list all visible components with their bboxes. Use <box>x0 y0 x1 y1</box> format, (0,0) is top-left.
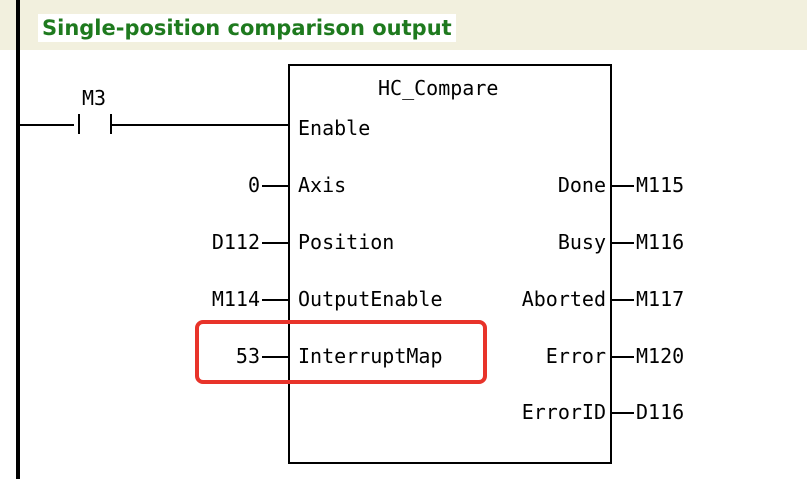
contact-left-bar <box>78 114 80 134</box>
pin-error-id: ErrorID <box>521 400 606 424</box>
operand-busy[interactable]: M116 <box>636 230 685 254</box>
operand-output-enable[interactable]: M114 <box>211 287 260 311</box>
wire-done <box>612 185 634 187</box>
wire-aborted <box>612 299 634 301</box>
wire-position <box>262 242 288 244</box>
wire-rail-to-contact <box>20 124 74 126</box>
wire-axis <box>262 185 288 187</box>
operand-position[interactable]: D112 <box>211 230 260 254</box>
operand-done[interactable]: M115 <box>636 173 685 197</box>
operand-aborted[interactable]: M117 <box>636 287 685 311</box>
no-contact-m3[interactable] <box>74 112 122 138</box>
interrupt-map-highlight-box <box>195 320 487 384</box>
pin-enable: Enable <box>298 116 371 140</box>
operand-axis[interactable]: 0 <box>247 173 260 197</box>
pin-error: Error <box>545 344 606 368</box>
operand-error[interactable]: M120 <box>636 344 685 368</box>
operand-interrupt-map[interactable]: 53 <box>235 344 260 368</box>
operand-error-id[interactable]: D116 <box>636 400 685 424</box>
pin-busy: Busy <box>557 230 606 254</box>
pin-output-enable: OutputEnable <box>298 287 443 311</box>
hc-compare-function-block[interactable]: HC_Compare <box>288 64 612 464</box>
pin-aborted: Aborted <box>521 287 606 311</box>
contact-label: M3 <box>82 86 107 110</box>
pin-interrupt-map: InterruptMap <box>298 344 443 368</box>
rung-comment-title[interactable]: Single-position comparison output <box>38 14 456 42</box>
wire-error <box>612 356 634 358</box>
left-power-rail <box>16 0 20 479</box>
pin-axis: Axis <box>298 173 347 197</box>
wire-output-enable <box>262 299 288 301</box>
wire-contact-to-enable <box>112 124 288 126</box>
wire-busy <box>612 242 634 244</box>
wire-interrupt-map <box>262 356 288 358</box>
wire-error-id <box>612 412 634 414</box>
rung-comment-bar: Single-position comparison output <box>0 0 807 50</box>
contact-right-bar <box>110 114 112 134</box>
pin-position: Position <box>298 230 395 254</box>
pin-done: Done <box>557 173 606 197</box>
function-block-name: HC_Compare <box>378 76 499 100</box>
